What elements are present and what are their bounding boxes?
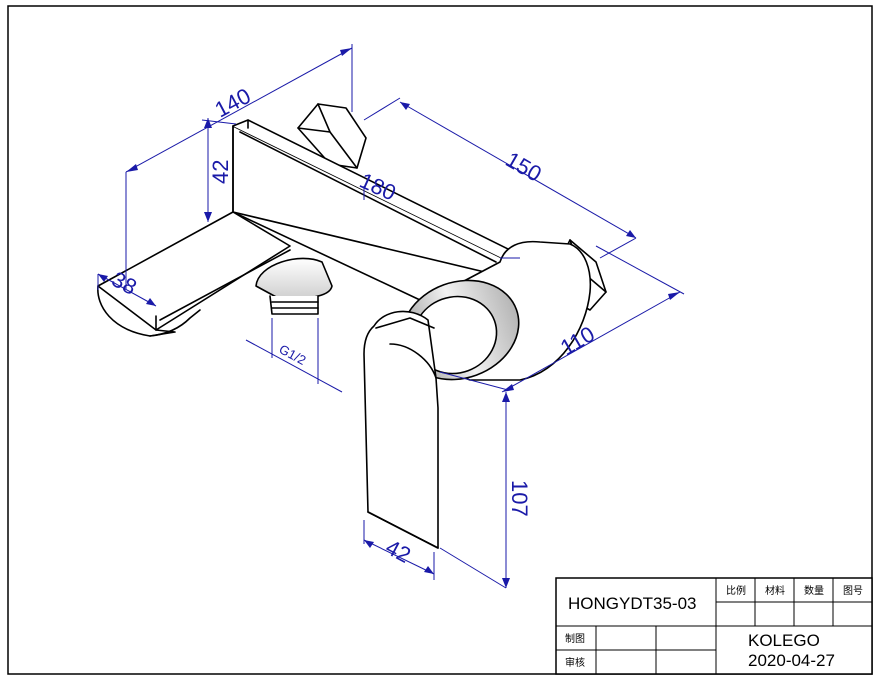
dim-107: 107 bbox=[507, 480, 532, 517]
header-scale: 比例 bbox=[726, 584, 746, 597]
dim-thread: G1/2 bbox=[277, 341, 309, 367]
faucet-body bbox=[97, 103, 607, 549]
header-drawing-no: 图号 bbox=[843, 585, 863, 597]
row-checked: 审核 bbox=[565, 656, 585, 669]
header-material: 材料 bbox=[765, 584, 785, 597]
drawing-border bbox=[7, 5, 873, 675]
model-number: HONGYDT35-03 bbox=[568, 594, 696, 613]
title-block bbox=[555, 577, 873, 675]
dimension-arrows bbox=[98, 48, 680, 588]
company-name: KOLEGO bbox=[748, 631, 820, 650]
drawing-date: 2020-04-27 bbox=[748, 651, 835, 670]
row-drawn: 制图 bbox=[565, 632, 585, 645]
dim-140: 140 bbox=[211, 83, 255, 122]
left-hex-nut bbox=[297, 103, 367, 169]
dimension-lines bbox=[97, 44, 685, 589]
outlet-fitting bbox=[255, 257, 333, 315]
header-quantity: 数量 bbox=[804, 584, 824, 597]
dim-42-top: 42 bbox=[208, 160, 233, 184]
main-bar bbox=[232, 119, 521, 301]
handle-lever bbox=[363, 310, 439, 549]
dim-150: 150 bbox=[502, 147, 546, 187]
